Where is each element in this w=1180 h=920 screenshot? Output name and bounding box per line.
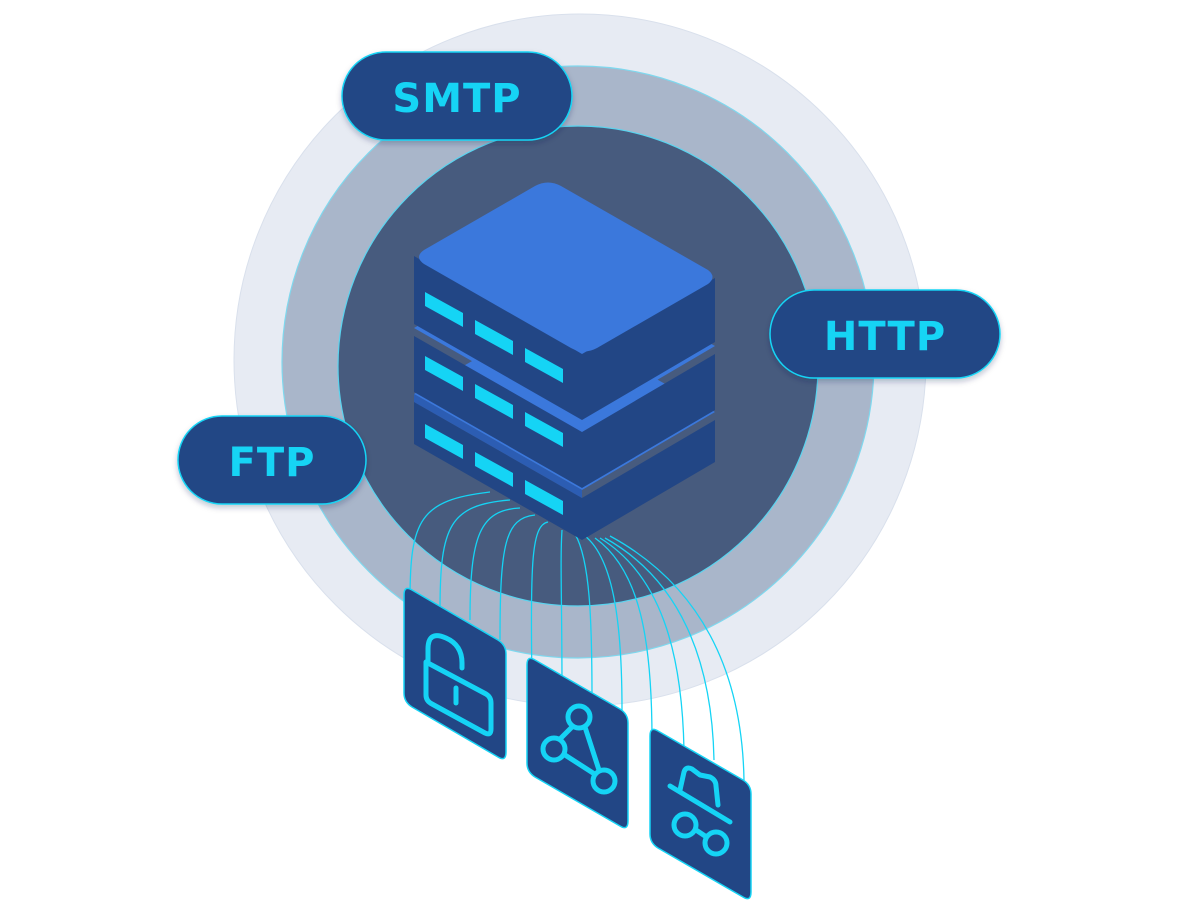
- privacy-card: [649, 728, 752, 900]
- connection-lines: [409, 491, 745, 781]
- server-stack: [414, 182, 715, 540]
- server-lights: [425, 292, 563, 515]
- unlocked-padlock-icon: [423, 633, 494, 737]
- ftp-label: FTP: [229, 440, 316, 486]
- smtp-label: SMTP: [392, 76, 521, 122]
- smtp-pill: SMTP: [341, 51, 573, 141]
- security-card: [403, 587, 507, 760]
- server-layer-top: [414, 182, 715, 420]
- incognito-spy-icon: [667, 765, 733, 857]
- ftp-pill: FTP: [177, 415, 367, 505]
- network-card: [526, 657, 629, 829]
- network-nodes-icon: [540, 703, 618, 795]
- http-label: HTTP: [824, 314, 946, 360]
- http-pill: HTTP: [769, 289, 1001, 379]
